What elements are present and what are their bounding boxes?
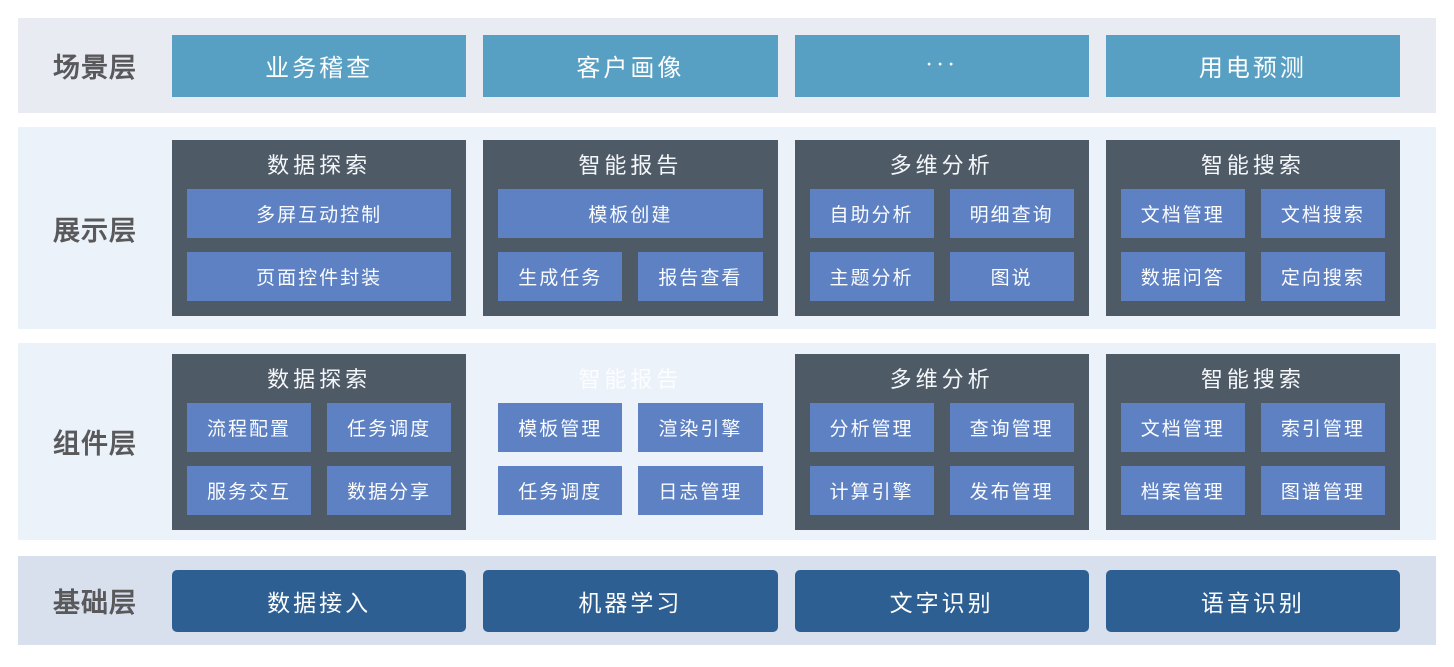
panel-title-multidim-analysis: 多维分析 <box>889 366 994 392</box>
cell-document-search[interactable]: 文档搜索 <box>1260 189 1385 238</box>
scene-layer-band: 场景层 业务稽查 客户画像 ··· 用电预测 <box>18 18 1436 113</box>
panel-title-data-exploration: 数据探索 <box>267 153 372 178</box>
cell-template-manage[interactable]: 模板管理 <box>498 402 623 452</box>
cell-document-manage[interactable]: 文档管理 <box>1120 402 1245 452</box>
scene-layer-label: 场景层 <box>53 53 137 83</box>
presentation-layer-groups: 数据探索 多屏互动控制 页面控件封装 智能报告 模板创建 生成任务 报告查看 多… <box>172 127 1436 329</box>
presentation-layer-label: 展示层 <box>53 215 137 246</box>
cell-generate-task[interactable]: 生成任务 <box>498 252 623 301</box>
cell-document-manage[interactable]: 文档管理 <box>1120 189 1245 238</box>
presentation-layer-band: 展示层 数据探索 多屏互动控制 页面控件封装 智能报告 模板创建 生成任务 报告… <box>18 127 1436 329</box>
cell-render-engine[interactable]: 渲染引擎 <box>638 402 763 452</box>
cell-data-share[interactable]: 数据分享 <box>327 465 452 515</box>
cell-data-qa[interactable]: 数据问答 <box>1120 252 1245 301</box>
foundation-button-text-recognition[interactable]: 文字识别 <box>794 569 1089 632</box>
panel-title-data-exploration: 数据探索 <box>267 366 372 392</box>
comp-panel-smart-report: 智能报告 模板管理 渲染引擎 任务调度 日志管理 <box>483 354 777 530</box>
cell-chart-caption[interactable]: 图说 <box>949 252 1074 301</box>
cell-service-interaction[interactable]: 服务交互 <box>187 465 312 515</box>
foundation-button-speech-recognition[interactable]: 语音识别 <box>1105 569 1400 632</box>
cell-targeted-search[interactable]: 定向搜索 <box>1260 252 1385 301</box>
cell-multi-screen-interaction-control[interactable]: 多屏互动控制 <box>187 189 452 238</box>
component-layer-groups: 数据探索 流程配置 任务调度 服务交互 数据分享 智能报告 模板管理 渲染引擎 … <box>172 343 1436 540</box>
cell-template-create[interactable]: 模板创建 <box>498 189 763 238</box>
show-panel-smart-report: 智能报告 模板创建 生成任务 报告查看 <box>483 140 778 316</box>
cell-index-manage[interactable]: 索引管理 <box>1260 402 1385 452</box>
scene-button-customer-profile[interactable]: 客户画像 <box>483 34 778 97</box>
panel-title-multidim-analysis: 多维分析 <box>889 153 994 178</box>
cell-archive-manage[interactable]: 档案管理 <box>1120 465 1245 515</box>
cell-publish-manage[interactable]: 发布管理 <box>949 465 1074 515</box>
show-panel-multidim-analysis: 多维分析 自助分析 明细查询 主题分析 图说 <box>794 140 1089 316</box>
cell-graph-manage[interactable]: 图谱管理 <box>1260 465 1385 515</box>
cell-self-service-analysis[interactable]: 自助分析 <box>809 189 934 238</box>
show-panel-data-exploration: 数据探索 多屏互动控制 页面控件封装 <box>172 140 467 316</box>
foundation-layer-label: 基础层 <box>53 588 137 618</box>
scene-button-power-forecast[interactable]: 用电预测 <box>1105 34 1400 97</box>
cell-log-manage[interactable]: 日志管理 <box>638 465 763 515</box>
panel-title-smart-search: 智能搜索 <box>1200 366 1305 392</box>
cell-flow-config[interactable]: 流程配置 <box>187 402 312 452</box>
panel-title-smart-report: 智能报告 <box>578 153 683 178</box>
panel-title-smart-search: 智能搜索 <box>1200 153 1305 178</box>
show-panel-smart-search: 智能搜索 文档管理 文档搜索 数据问答 定向搜索 <box>1105 140 1400 316</box>
cell-query-manage[interactable]: 查询管理 <box>949 402 1074 452</box>
foundation-layer-band: 基础层 数据接入 机器学习 文字识别 语音识别 <box>18 556 1436 645</box>
cell-page-widget-encapsulation[interactable]: 页面控件封装 <box>187 252 452 301</box>
comp-panel-smart-search: 智能搜索 文档管理 索引管理 档案管理 图谱管理 <box>1105 353 1400 530</box>
comp-panel-multidim-analysis: 多维分析 分析管理 查询管理 计算引擎 发布管理 <box>794 353 1089 530</box>
cell-detail-query[interactable]: 明细查询 <box>949 189 1074 238</box>
cell-compute-engine[interactable]: 计算引擎 <box>809 465 934 515</box>
cell-report-view[interactable]: 报告查看 <box>638 252 763 301</box>
panel-title-smart-report: 智能报告 <box>578 366 683 392</box>
cell-topic-analysis[interactable]: 主题分析 <box>809 252 934 301</box>
foundation-button-data-access[interactable]: 数据接入 <box>172 569 467 632</box>
scene-button-business-audit[interactable]: 业务稽查 <box>172 34 467 97</box>
component-layer-band: 组件层 数据探索 流程配置 任务调度 服务交互 数据分享 智能报告 模板管理 渲… <box>18 343 1436 540</box>
component-layer-label: 组件层 <box>53 429 137 459</box>
scene-layer-buttons: 业务稽查 客户画像 ··· 用电预测 <box>172 18 1436 113</box>
foundation-button-machine-learning[interactable]: 机器学习 <box>483 569 778 632</box>
foundation-layer-buttons: 数据接入 机器学习 文字识别 语音识别 <box>172 556 1436 645</box>
cell-task-schedule[interactable]: 任务调度 <box>327 402 452 452</box>
scene-button-more[interactable]: ··· <box>794 34 1089 97</box>
comp-panel-data-exploration: 数据探索 流程配置 任务调度 服务交互 数据分享 <box>172 353 467 530</box>
cell-analysis-manage[interactable]: 分析管理 <box>809 402 934 452</box>
cell-task-schedule[interactable]: 任务调度 <box>498 465 623 515</box>
